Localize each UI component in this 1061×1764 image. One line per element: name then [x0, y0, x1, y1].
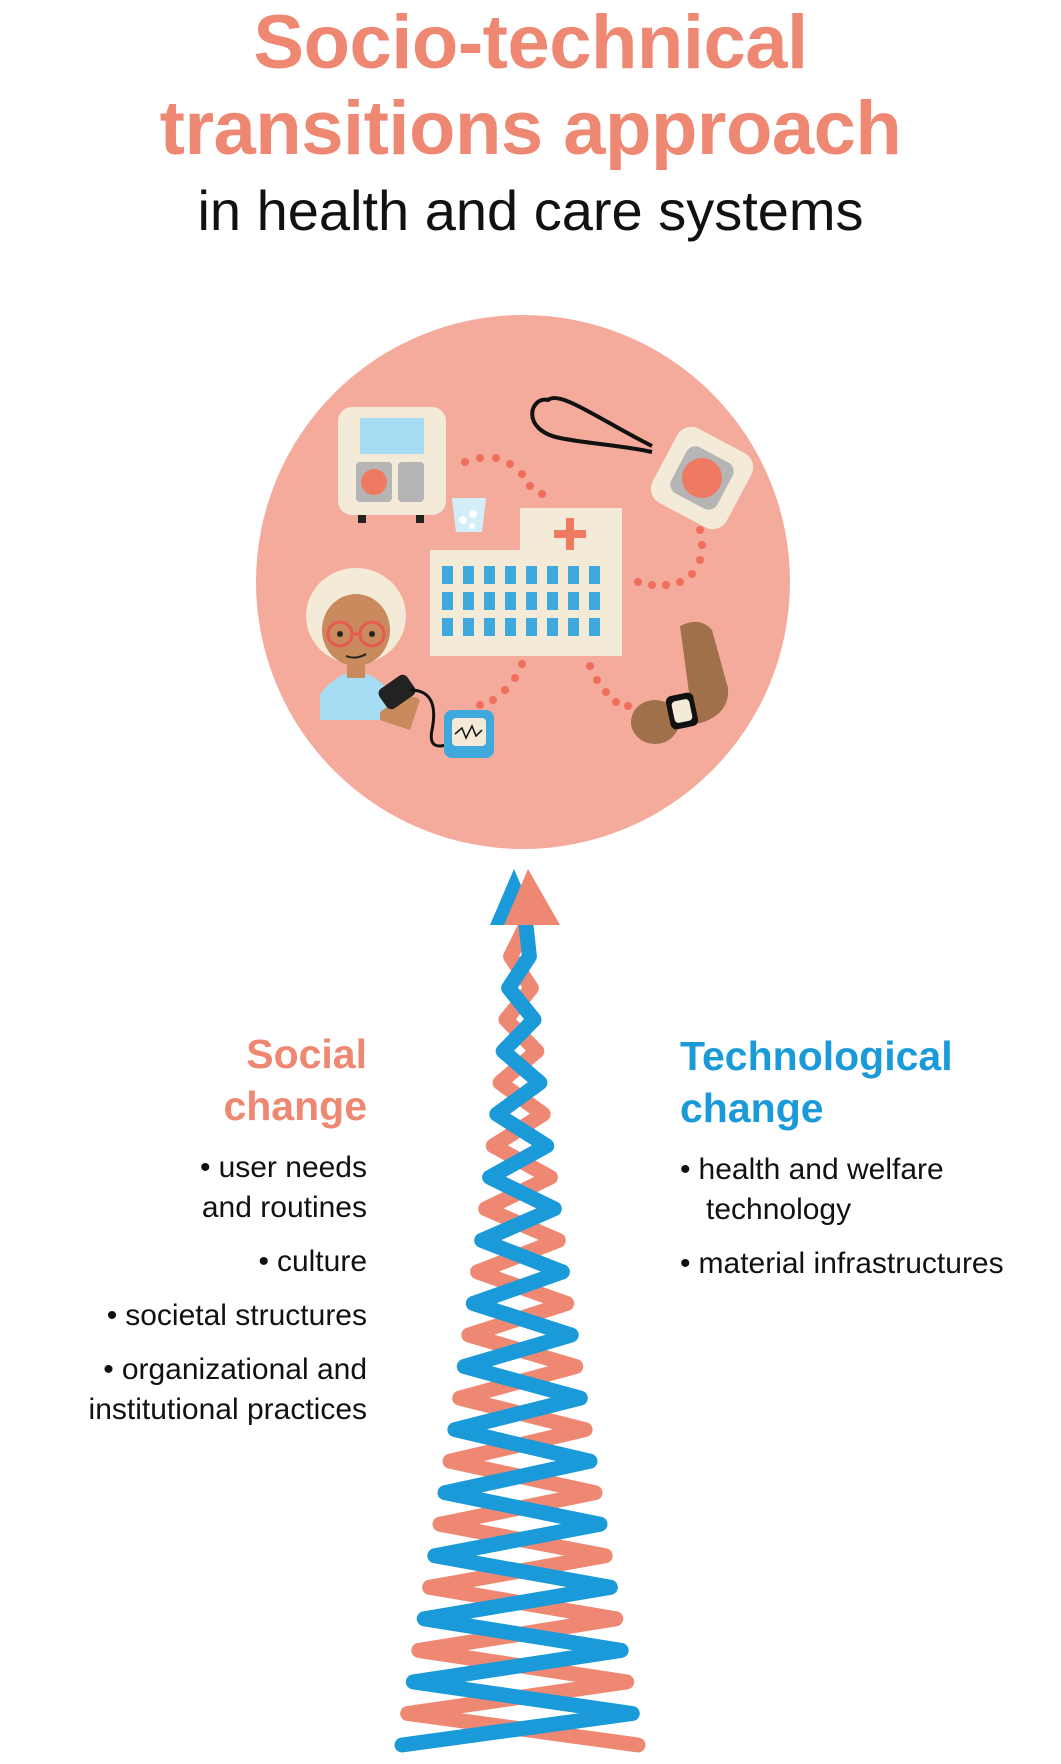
hospital-window: [526, 566, 537, 584]
subtitle: in health and care systems: [197, 179, 864, 242]
hospital-window: [589, 618, 600, 636]
title-line-1: Socio-technical: [253, 0, 808, 85]
alarm-pendant-icon: [530, 396, 754, 530]
elderly-woman-icon: [306, 568, 420, 730]
technological-change-heading: Technological change: [680, 1033, 953, 1131]
hospital-window: [568, 566, 579, 584]
water-glass-icon: [452, 498, 486, 532]
hospital-window: [568, 618, 579, 636]
technological-change-wave: [394, 917, 640, 1753]
title-block: Socio-technical transitions approach in …: [0, 0, 1061, 246]
hospital-window: [547, 592, 558, 610]
hospital-window: [568, 592, 579, 610]
hospital-window: [442, 618, 453, 636]
hospital-window: [505, 566, 516, 584]
dialysis-machine-icon: [338, 407, 446, 523]
dotted-connections: [461, 454, 706, 710]
hospital-building-icon: [430, 508, 622, 656]
hospital-window: [484, 592, 495, 610]
hospital-window: [463, 566, 474, 584]
social-arrowhead: [504, 869, 560, 925]
hospital-window: [526, 618, 537, 636]
hospital-window: [505, 618, 516, 636]
social-change-heading: Social change: [223, 1031, 367, 1129]
hospital-window: [547, 618, 558, 636]
hospital-window: [589, 592, 600, 610]
hospital-window: [442, 566, 453, 584]
hospital-window: [526, 592, 537, 610]
hospital-window: [442, 592, 453, 610]
list-item: •culture: [258, 1245, 367, 1278]
hospital-window: [484, 566, 495, 584]
title-line-2: transitions approach: [159, 86, 902, 171]
hospital-window: [547, 566, 558, 584]
blood-pressure-monitor-icon: [409, 688, 494, 758]
hospital-window: [463, 592, 474, 610]
hospital-window: [463, 618, 474, 636]
hospital-window: [484, 618, 495, 636]
hospital-window: [505, 592, 516, 610]
hospital-window: [589, 566, 600, 584]
list-item: •societal structures: [106, 1299, 367, 1332]
list-item: •material infrastructures: [680, 1247, 1004, 1280]
smartwatch-arm-icon: [631, 621, 729, 744]
